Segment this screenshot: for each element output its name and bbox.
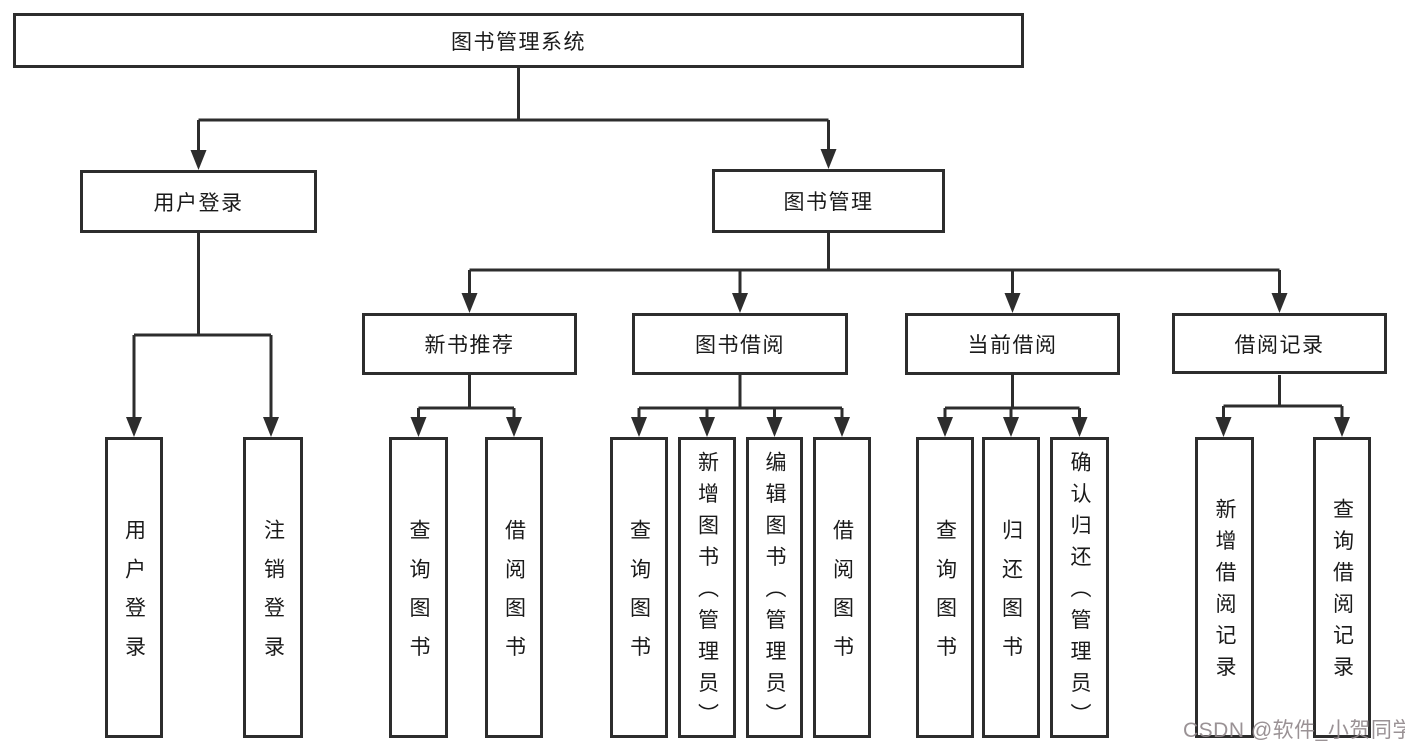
node-user-login-label: 用户登录 <box>153 191 244 215</box>
node-borrow-records-label: 借阅记录 <box>1234 333 1325 357</box>
node-book-borrow: 图书借阅 <box>632 313 848 375</box>
node-leaf-edit-books-admin-label: 编辑图书（管理员） <box>763 451 786 735</box>
node-leaf-query-borrow-record-label: 查询借阅记录 <box>1330 498 1354 688</box>
node-leaf-add-borrow-record-label: 新增借阅记录 <box>1213 498 1236 688</box>
edge-book-management-children <box>461 233 1288 313</box>
node-leaf-add-books-admin: 新增图书（管理员） <box>678 437 736 738</box>
node-book-borrow-label: 图书借阅 <box>695 334 785 357</box>
node-leaf-recommend-borrow-books: 借阅图书 <box>485 437 543 738</box>
edge-book-borrow-children <box>631 375 850 437</box>
node-leaf-add-books-admin-label: 新增图书（管理员） <box>695 451 719 735</box>
csdn-watermark: CSDN @软件_小贺同学 <box>1183 719 1405 742</box>
node-current-borrow-label: 当前借阅 <box>967 334 1058 357</box>
node-leaf-borrow-query-books-label: 查询图书 <box>627 518 651 675</box>
edge-current-borrow-children <box>937 375 1088 437</box>
node-leaf-borrow-books-label: 借阅图书 <box>830 518 854 675</box>
node-leaf-recommend-query-books-label: 查询图书 <box>407 518 430 675</box>
node-leaf-edit-books-admin: 编辑图书（管理员） <box>746 437 803 738</box>
node-leaf-borrow-books: 借阅图书 <box>813 437 871 738</box>
node-leaf-recommend-query-books: 查询图书 <box>389 437 448 738</box>
node-root-label: 图书管理系统 <box>451 30 586 54</box>
edge-new-book-recommend-children <box>410 375 522 437</box>
node-leaf-user-login: 用户登录 <box>105 437 163 738</box>
node-new-book-recommend-label: 新书推荐 <box>424 334 515 357</box>
node-leaf-user-login-label: 用户登录 <box>122 518 146 675</box>
node-user-login: 用户登录 <box>80 170 317 233</box>
node-leaf-return-books-label: 归还图书 <box>999 518 1023 675</box>
node-leaf-logout: 注销登录 <box>243 437 303 738</box>
node-leaf-confirm-return-admin: 确认归还（管理员） <box>1050 437 1109 738</box>
node-borrow-records: 借阅记录 <box>1172 313 1387 374</box>
node-current-borrow: 当前借阅 <box>905 313 1120 375</box>
node-leaf-logout-label: 注销登录 <box>261 518 285 675</box>
node-root: 图书管理系统 <box>13 13 1024 68</box>
node-leaf-borrow-query-books: 查询图书 <box>610 437 668 738</box>
node-book-management: 图书管理 <box>712 169 945 233</box>
node-leaf-confirm-return-admin-label: 确认归还（管理员） <box>1068 451 1091 735</box>
node-leaf-current-query-books-label: 查询图书 <box>933 518 957 675</box>
node-leaf-return-books: 归还图书 <box>982 437 1040 738</box>
node-leaf-current-query-books: 查询图书 <box>916 437 974 738</box>
node-leaf-add-borrow-record: 新增借阅记录 <box>1195 437 1254 738</box>
edge-user-login-children <box>126 233 279 437</box>
edge-borrow-records-children <box>1215 375 1350 437</box>
node-new-book-recommend: 新书推荐 <box>362 313 577 375</box>
node-book-management-label: 图书管理 <box>783 191 874 214</box>
edge-root-to-level1 <box>190 68 837 170</box>
node-leaf-recommend-borrow-books-label: 借阅图书 <box>502 518 526 675</box>
node-leaf-query-borrow-record: 查询借阅记录 <box>1313 437 1371 738</box>
